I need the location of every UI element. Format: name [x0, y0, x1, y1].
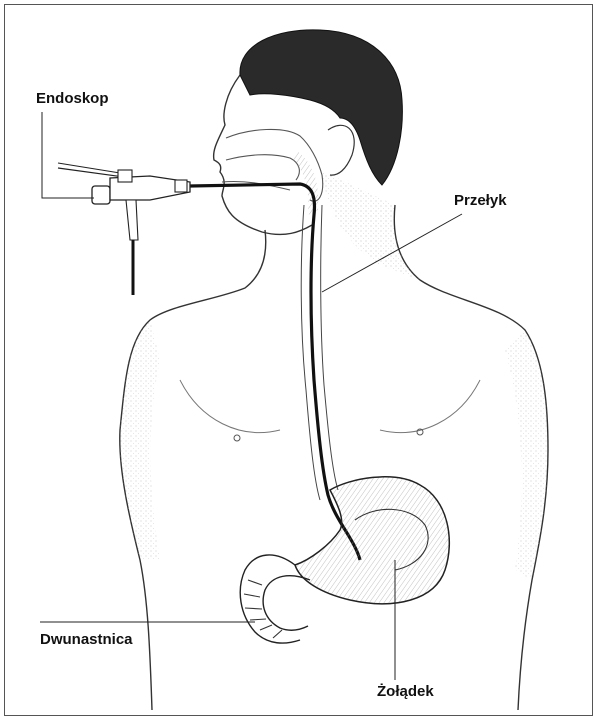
hair — [240, 30, 402, 185]
torso-shading — [120, 320, 160, 560]
stomach-label: Żołądek — [377, 683, 434, 700]
torso-outline — [120, 205, 548, 710]
endoscope-leader — [42, 112, 94, 198]
ear — [328, 125, 354, 175]
torso-shading-right — [505, 330, 548, 580]
esophagus-wall — [301, 205, 338, 500]
stomach-outline — [295, 477, 449, 604]
duodenum-label: Dwunastnica — [40, 631, 133, 648]
neck-shading — [320, 170, 420, 280]
pectoral-left — [180, 380, 280, 433]
duodenum-folds — [244, 580, 282, 638]
endoscope-device — [58, 163, 190, 295]
nipple-left — [234, 435, 240, 441]
endoscope-label: Endoskop — [36, 90, 109, 107]
esophagus-label: Przełyk — [454, 192, 507, 209]
pectoral-right — [380, 380, 480, 433]
endoscope-tube — [190, 184, 360, 560]
